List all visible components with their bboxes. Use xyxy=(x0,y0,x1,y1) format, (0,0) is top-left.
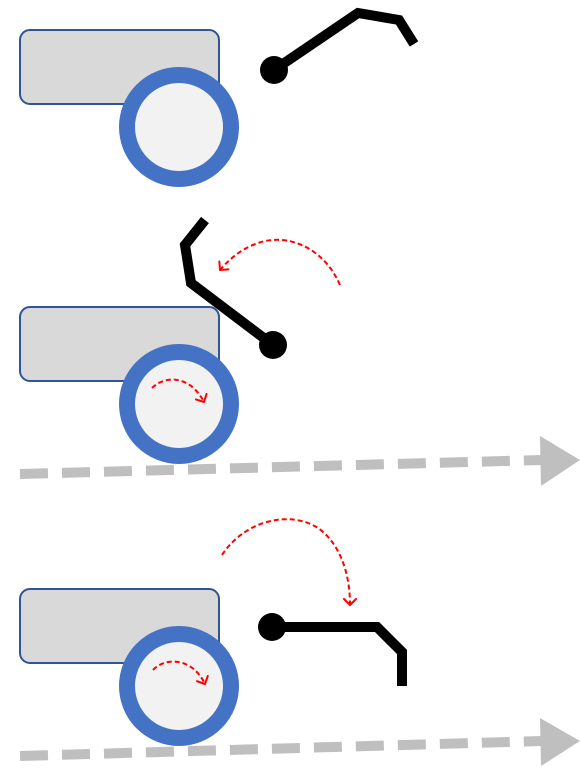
motion-arrow-shaft xyxy=(19,736,543,761)
arm-swing-arrow xyxy=(221,518,357,606)
robot-arm xyxy=(179,216,277,349)
robot-arm xyxy=(271,7,419,75)
arm-joint xyxy=(260,56,288,84)
frame-1 xyxy=(19,7,419,187)
arm-swing-arrow xyxy=(218,238,341,286)
arm-joint xyxy=(259,331,287,359)
wheel-spin-arrow xyxy=(152,660,209,685)
motion-arrow-head xyxy=(540,436,580,486)
robot-arm xyxy=(272,622,407,686)
motion-arrow-head xyxy=(540,718,580,766)
robot-wheel xyxy=(119,344,239,464)
frame-2 xyxy=(19,216,580,486)
frame-3 xyxy=(19,518,580,766)
wheel-spin-arrow xyxy=(151,378,208,403)
robot-wheel xyxy=(119,626,239,746)
motion-arrow-shaft xyxy=(19,455,543,479)
arm-joint xyxy=(258,613,286,641)
robot-wheel xyxy=(119,67,239,187)
